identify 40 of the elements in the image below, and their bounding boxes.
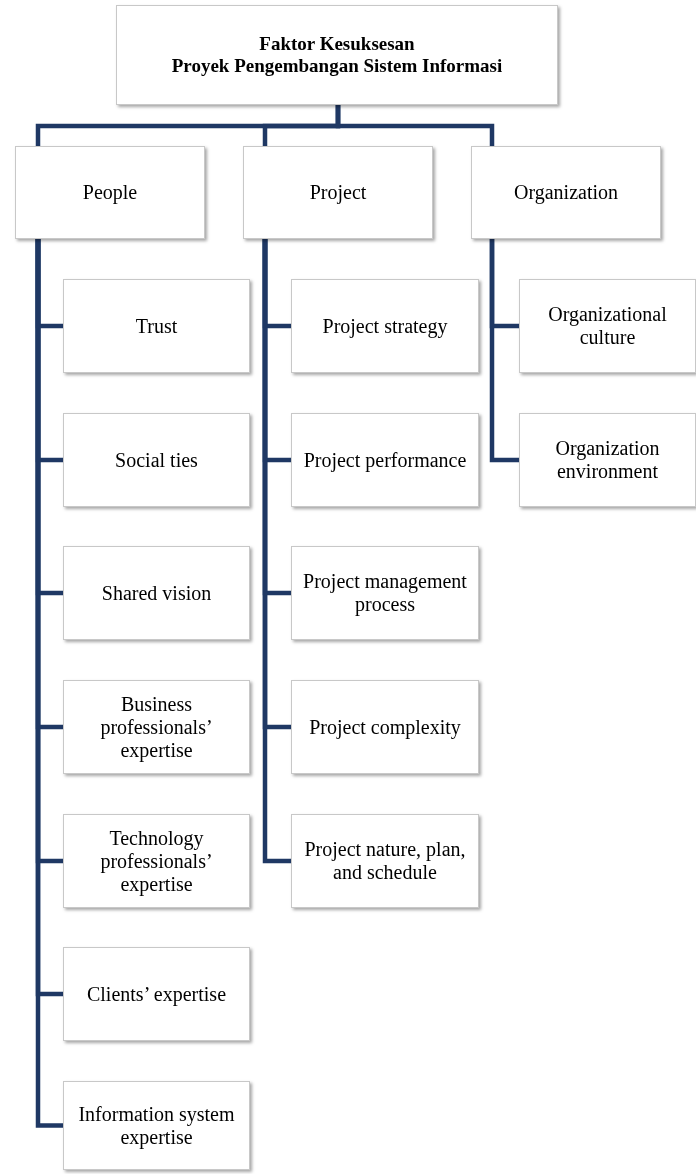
factor-label: Project strategy xyxy=(322,314,448,338)
connector-line xyxy=(335,105,495,146)
factor-label: Trust xyxy=(135,314,178,338)
factor-label: Technology professionals’ expertise xyxy=(99,826,214,896)
connector-line xyxy=(262,239,291,864)
factor-box xyxy=(243,146,433,239)
connector-line xyxy=(489,239,519,463)
factor-box xyxy=(63,947,250,1041)
factor-box xyxy=(291,413,479,507)
factor-box xyxy=(291,546,479,640)
factor-label: Project performance xyxy=(303,448,467,472)
factor-label: Project nature, plan, and schedule xyxy=(303,838,467,884)
factor-label: People xyxy=(82,181,138,204)
factor-label: Social ties xyxy=(115,448,198,472)
title-box xyxy=(116,5,558,105)
factor-box xyxy=(291,680,479,774)
factor-box xyxy=(63,413,250,507)
title-text: Faktor Kesuksesan xyxy=(259,33,415,55)
factor-box xyxy=(471,146,661,239)
factor-label: Organization environment xyxy=(554,437,661,483)
factor-label: Project xyxy=(309,181,367,204)
factor-label: Business professionals’ expertise xyxy=(99,692,214,762)
factor-label: Organization xyxy=(513,181,618,204)
factor-box xyxy=(519,413,696,507)
factor-label: Information system expertise xyxy=(77,1102,236,1149)
factor-box xyxy=(519,279,696,373)
factor-label: Shared vision xyxy=(101,581,212,605)
title-text: Proyek Pengembangan Sistem Informasi xyxy=(171,55,503,77)
factor-box xyxy=(63,546,250,640)
factor-label: Clients’ expertise xyxy=(86,982,226,1006)
factor-box xyxy=(63,1081,250,1170)
factor-box xyxy=(63,279,250,373)
factor-box xyxy=(63,680,250,774)
factor-label: Project management process xyxy=(302,570,468,616)
factor-label: Organizational culture xyxy=(547,303,668,349)
factor-box xyxy=(291,279,479,373)
factor-box xyxy=(291,814,479,908)
factor-box xyxy=(15,146,205,239)
factor-box xyxy=(63,814,250,908)
factor-label: Project complexity xyxy=(309,715,461,739)
